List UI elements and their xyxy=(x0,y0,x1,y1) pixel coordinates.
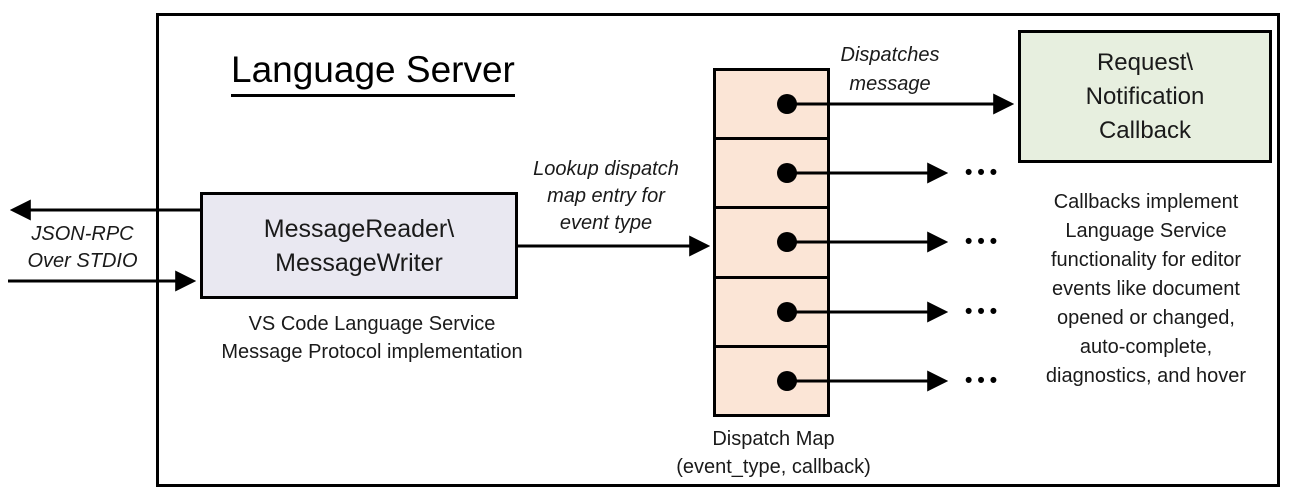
dispatch-map-cell-4 xyxy=(716,275,827,345)
lookup-label-line2: map entry for xyxy=(547,185,665,207)
dispatch-map-caption: Dispatch Map (event_type, callback) xyxy=(641,425,906,481)
callbacks-note-line: diagnostics, and hover xyxy=(1045,365,1247,387)
dispatch-map-cell-5 xyxy=(716,344,827,414)
dispatch-map-caption-line1: Dispatch Map xyxy=(712,428,835,450)
json-rpc-label-line1: JSON-RPC xyxy=(31,223,134,245)
diagram-title: Language Server xyxy=(231,49,515,97)
message-box-caption-line2: Message Protocol implementation xyxy=(221,341,523,363)
callback-box-line1: Request\ xyxy=(1096,48,1194,76)
callbacks-note-line: functionality for editor xyxy=(1050,249,1242,271)
callbacks-note-line: Language Service xyxy=(1065,220,1227,242)
message-box-caption: VS Code Language Service Message Protoco… xyxy=(202,310,542,366)
callbacks-note: Callbacks implement Language Service fun… xyxy=(1014,188,1278,391)
dispatches-message-label: Dispatches message xyxy=(805,41,975,99)
callbacks-note-line: opened or changed, xyxy=(1057,307,1235,329)
ellipsis-row-3: ••• xyxy=(965,230,1003,253)
dispatches-message-line1: Dispatches xyxy=(840,44,940,66)
message-reader-writer-line2: MessageWriter xyxy=(275,248,443,277)
lookup-label-line3: event type xyxy=(559,212,653,234)
message-reader-writer-box: MessageReader\ MessageWriter xyxy=(200,192,518,299)
callbacks-note-line: auto-complete, xyxy=(1079,336,1213,358)
callbacks-note-line: Callbacks implement xyxy=(1053,191,1239,213)
dispatch-map-caption-line2: (event_type, callback) xyxy=(676,456,871,478)
lookup-label-line1: Lookup dispatch xyxy=(533,158,679,180)
ellipsis-row-5: ••• xyxy=(965,369,1003,392)
lookup-label: Lookup dispatch map entry for event type xyxy=(516,156,696,237)
json-rpc-label: JSON-RPC Over STDIO xyxy=(5,221,160,275)
callback-box-line2: Notification xyxy=(1085,82,1205,110)
message-box-caption-line1: VS Code Language Service xyxy=(248,313,496,335)
callback-box-line3: Callback xyxy=(1098,116,1192,144)
ellipsis-row-2: ••• xyxy=(965,161,1003,184)
json-rpc-label-line2: Over STDIO xyxy=(27,250,138,272)
dispatches-message-line2: message xyxy=(849,73,931,95)
ellipsis-row-4: ••• xyxy=(965,300,1003,323)
message-reader-writer-line1: MessageReader\ xyxy=(263,214,455,243)
dispatch-map-cell-2 xyxy=(716,137,827,206)
request-notification-callback-box: Request\ Notification Callback xyxy=(1018,30,1272,163)
dispatch-map-cell-3 xyxy=(716,206,827,275)
callbacks-note-line: events like document xyxy=(1052,278,1240,300)
